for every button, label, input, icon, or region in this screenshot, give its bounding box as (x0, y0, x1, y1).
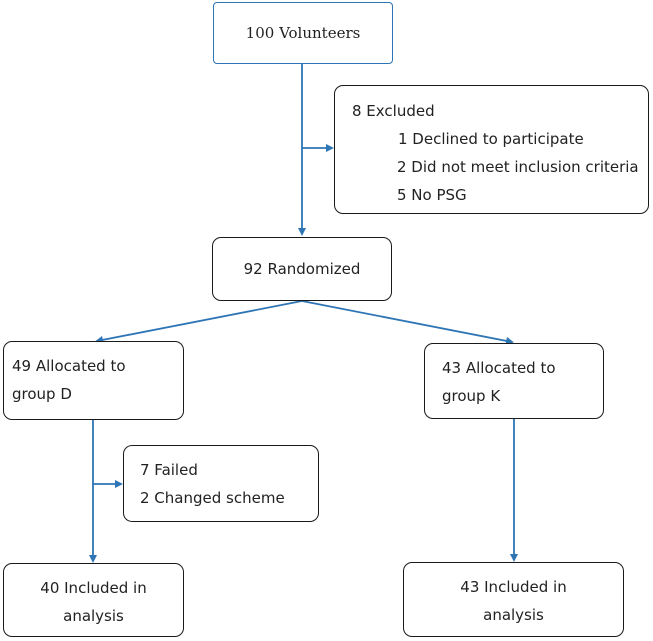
analysis-d-line1: 40 Included in (40, 579, 147, 597)
arrow-randomized-to-group-k (301, 300, 514, 345)
excluded-item-no-psg: 5 No PSG (397, 186, 467, 204)
excluded-item-declined: 1 Declined to participate (398, 130, 584, 148)
excluded-box: 8 Excluded 1 Declined to participate 2 D… (334, 85, 649, 214)
randomized-box: 92 Randomized (212, 237, 392, 301)
analysis-k-box: 43 Included in analysis (403, 562, 624, 637)
group-k-box: 43 Allocated to group K (424, 343, 604, 419)
volunteers-box: 100 Volunteers (213, 2, 393, 64)
excluded-title: 8 Excluded (352, 102, 435, 120)
analysis-d-box: 40 Included in analysis (3, 563, 184, 637)
randomized-label: 92 Randomized (243, 260, 361, 278)
group-k-line1: 43 Allocated to (442, 359, 556, 377)
group-d-line2: group D (12, 385, 72, 403)
group-k-line2: group K (442, 387, 501, 405)
volunteers-label: 100 Volunteers (245, 24, 361, 42)
analysis-d-line2: analysis (63, 607, 124, 625)
group-d-box: 49 Allocated to group D (3, 341, 184, 420)
failed-line2: 2 Changed scheme (140, 489, 285, 507)
group-d-line1: 49 Allocated to (12, 357, 126, 375)
excluded-item-not-meet-criteria: 2 Did not meet inclusion criteria (397, 158, 639, 176)
analysis-k-line2: analysis (483, 606, 544, 624)
analysis-k-line1: 43 Included in (460, 578, 567, 596)
arrow-randomized-to-group-d (95, 300, 303, 344)
failed-box: 7 Failed 2 Changed scheme (123, 445, 319, 522)
failed-line1: 7 Failed (140, 461, 198, 479)
